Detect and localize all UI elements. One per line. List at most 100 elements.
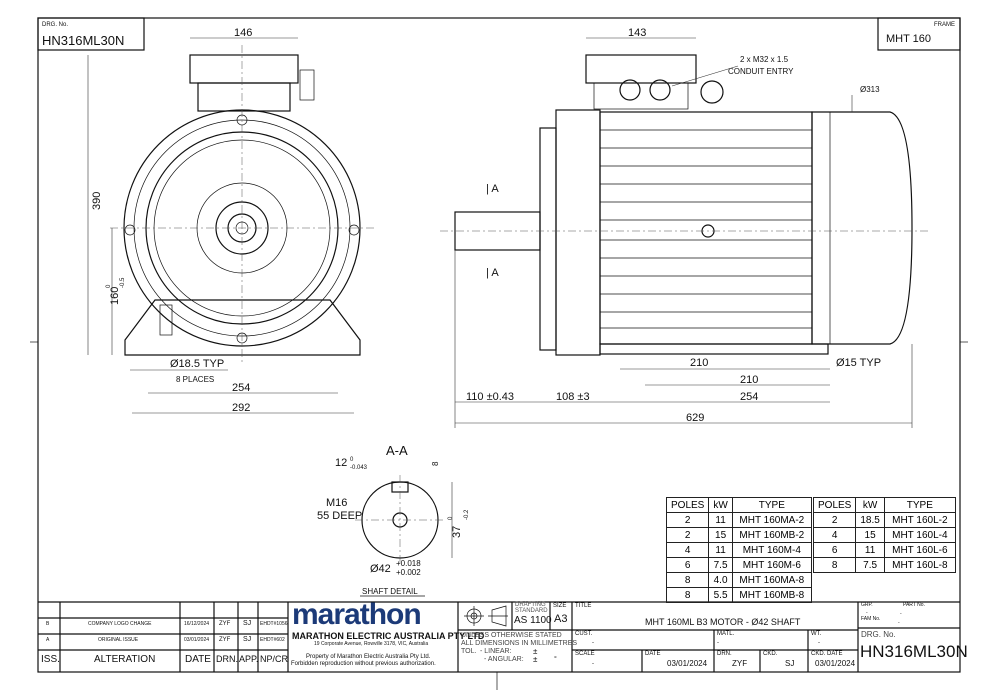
ckd-value: SJ xyxy=(785,659,795,668)
size-value: A3 xyxy=(554,613,568,625)
drg-label: DRG. No. xyxy=(42,22,68,28)
drn-label: DRN. xyxy=(717,651,732,657)
dim-tol: 0 xyxy=(106,284,112,288)
section-marker-bottom: | A xyxy=(486,267,499,279)
rev-alteration: COMPANY LOGO CHANGE xyxy=(88,621,152,627)
dim-foot-hole-side: Ø15 TYP xyxy=(836,357,881,369)
col-header: POLES xyxy=(812,497,857,513)
cell: 11 xyxy=(708,542,733,558)
header-iss: ISS. xyxy=(41,654,60,665)
cell: MHT 160MA-2 xyxy=(731,512,812,528)
wt-label: WT. xyxy=(811,631,822,637)
key-tol: -0.043 xyxy=(350,465,368,471)
col-header: kW xyxy=(855,497,885,513)
conduit-line2: CONDUIT ENTRY xyxy=(728,67,794,76)
cell: 11 xyxy=(855,542,885,558)
dim-base-width: 292 xyxy=(232,402,250,414)
dimension-units-note: ALL DIMENSIONS IN MILLIMETRES xyxy=(461,640,578,647)
side-view: | A | A 143 2 x M32 x 1.5 CONDUIT ENTRY … xyxy=(440,27,930,428)
linear-label: - LINEAR: xyxy=(480,648,512,655)
angular-label: - ANGULAR: xyxy=(484,656,524,663)
drafting-label: DRAFTING xyxy=(515,602,546,608)
cell: MHT 160L-8 xyxy=(883,557,956,573)
grp-value: - xyxy=(866,610,868,616)
cell: MHT 160L-4 xyxy=(883,527,956,543)
scale-value: - xyxy=(592,661,594,667)
rev-app: SJ xyxy=(243,620,252,627)
cell: 8 xyxy=(812,557,857,573)
part-value: - xyxy=(900,611,902,617)
frame-box xyxy=(877,17,961,51)
thread: M16 xyxy=(326,497,347,509)
sheet-border xyxy=(37,17,961,673)
col-header: POLES xyxy=(665,497,710,513)
drn-value: ZYF xyxy=(732,659,748,668)
cell: MHT 160MA-8 xyxy=(731,572,812,588)
wt-value: - xyxy=(818,640,820,646)
cell: MHT 160M-4 xyxy=(731,542,812,558)
key-depth: 37 xyxy=(451,526,463,538)
frame-label: FRAME xyxy=(934,22,955,28)
drawing-title: MHT 160ML B3 MOTOR - Ø42 SHAFT xyxy=(645,617,801,627)
cell: MHT 160MB-2 xyxy=(731,527,812,543)
cust-label: CUST. xyxy=(575,631,593,637)
dim-shaft-to-foot: 108 ±3 xyxy=(556,391,590,403)
cell: 4 xyxy=(665,542,710,558)
company-name: MARATHON ELECTRIC AUSTRALIA PTY LTD xyxy=(292,631,485,641)
col-header: TYPE xyxy=(883,497,956,513)
drg-no-label: DRG. No. xyxy=(861,630,896,639)
front-view: 146 390 160 0 -0.5 Ø18.5 TYP 8 PLACES 25… xyxy=(87,27,375,414)
cell: 7.5 xyxy=(708,557,733,573)
drafting-label: STANDARD xyxy=(515,608,548,614)
key-depth-tol: -0.2 xyxy=(464,509,470,520)
cell: 2 xyxy=(665,512,710,528)
shaft-dia-tol: +0.018 xyxy=(396,559,421,568)
ckd-date-value: 03/01/2024 xyxy=(815,659,856,668)
company-address: 19 Corporate Avenue, Rowville 3178, VIC,… xyxy=(314,641,429,647)
shaft-detail-caption: SHAFT DETAIL xyxy=(362,587,418,596)
part-label: PART No. xyxy=(903,602,925,608)
thread-depth: 55 DEEP xyxy=(317,510,362,522)
col-header: TYPE xyxy=(731,497,812,513)
dim-tol: -0.5 xyxy=(120,277,126,288)
cell: 15 xyxy=(708,527,733,543)
linear-tol: ± xyxy=(533,647,538,656)
cell: 6 xyxy=(812,542,857,558)
dim-front-box-width: 146 xyxy=(234,27,252,39)
rev-iss: B xyxy=(46,621,50,627)
date-value: 03/01/2024 xyxy=(667,659,708,668)
date-label: DATE xyxy=(645,651,661,657)
key-tol: 0 xyxy=(350,457,354,463)
size-label: SIZE xyxy=(553,603,567,609)
cell: 2 xyxy=(665,527,710,543)
cust-value: - xyxy=(592,640,594,646)
shaft-dia-tol: +0.002 xyxy=(396,568,421,577)
cell: MHT 160L-6 xyxy=(883,542,956,558)
dim-shaft-height: 160 xyxy=(109,287,121,305)
cell: 6 xyxy=(665,557,710,573)
dim-front-height: 390 xyxy=(91,192,103,210)
rev-npcr: EHDT#602 xyxy=(260,637,285,643)
company-logo: marathon xyxy=(292,598,422,631)
cell: 2 xyxy=(812,512,857,528)
matl-value: - xyxy=(717,640,719,646)
dim-side-box-width: 143 xyxy=(628,27,646,39)
rev-drn: ZYF xyxy=(219,621,231,627)
conduit-line1: 2 x M32 x 1.5 xyxy=(740,55,789,64)
dim-overall-length: 629 xyxy=(686,412,704,424)
projection-symbol-icon xyxy=(464,605,508,627)
header-date: DATE xyxy=(185,654,211,665)
drg-no-value: HN316ML30N xyxy=(860,642,968,661)
angular-unit: ° xyxy=(554,656,557,663)
title-label: TITLE xyxy=(575,603,592,609)
